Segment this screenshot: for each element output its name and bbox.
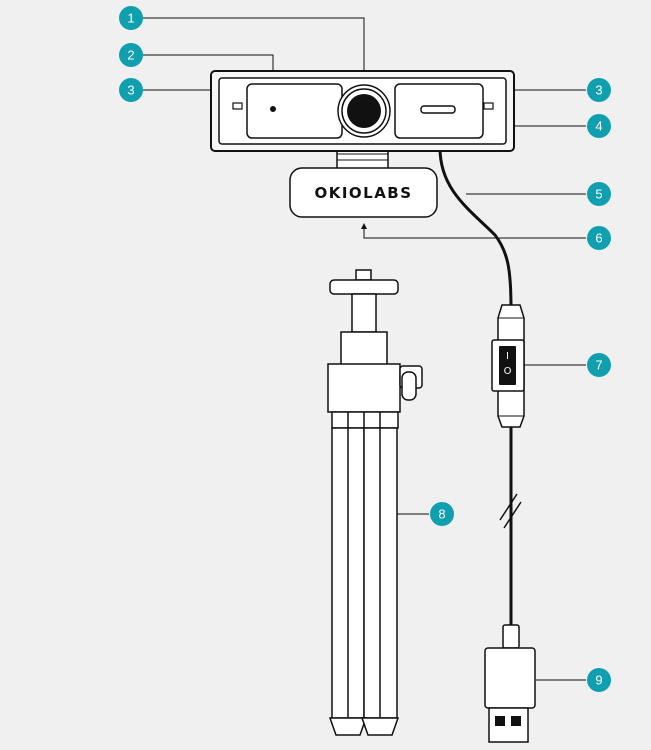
cable-break-mark-1 [499,493,518,521]
svg-text:3: 3 [127,83,134,98]
svg-text:8: 8 [438,507,445,522]
leader-lines [142,17,586,681]
usb-strain-relief [502,624,520,649]
callout-5: 5 [587,182,611,206]
switch-off-glyph: O [504,366,512,377]
tripod-head [327,363,401,413]
usb-connector [484,624,536,743]
cable-break-mark-2 [503,501,522,529]
callout-6: 6 [587,226,611,250]
svg-text:5: 5 [595,187,602,202]
svg-text:1: 1 [127,11,134,26]
svg-text:9: 9 [595,673,602,688]
brand-label: OKIOLABS [314,184,412,202]
status-led [270,106,276,112]
tripod-ball-joint [340,331,388,366]
power-switch-rocker[interactable] [499,346,516,385]
callouts: 1 2 3 3 4 5 6 7 8 9 [119,6,611,692]
callout-1: 1 [119,6,143,30]
callout-8: 8 [430,502,454,526]
mount-clip: OKIOLABS [289,167,438,218]
tripod-foot-left [328,717,368,736]
callout-7: 7 [587,353,611,377]
camera-lens [347,94,381,128]
svg-text:3: 3 [595,83,602,98]
svg-text:6: 6 [595,231,602,246]
inline-switch: I O [491,304,525,428]
svg-text:7: 7 [595,358,602,373]
status-light-panel [246,83,343,139]
callout-2: 2 [119,43,143,67]
usb-plug [488,707,529,743]
switch-on-glyph: I [506,351,509,362]
svg-text:2: 2 [127,48,134,63]
callout-9: 9 [587,668,611,692]
privacy-cover-slider [420,105,456,114]
tripod-mount-plate [329,279,399,295]
callout-4: 4 [587,114,611,138]
tripod-collar [331,411,399,429]
callout-3-left: 3 [119,78,143,102]
microphone-right [483,102,494,110]
tripod-foot-right [360,717,400,736]
usb-body [484,647,536,709]
tripod-screw [355,269,372,281]
leader-6 [363,227,586,239]
webcam-body [210,70,515,152]
leader-6-arrowhead [361,223,367,229]
callout-3-right: 3 [587,78,611,102]
tripod-stem [351,293,377,333]
svg-text:4: 4 [595,119,602,134]
microphone-left [232,102,243,110]
tripod [327,269,423,736]
cable-upper [438,146,513,310]
